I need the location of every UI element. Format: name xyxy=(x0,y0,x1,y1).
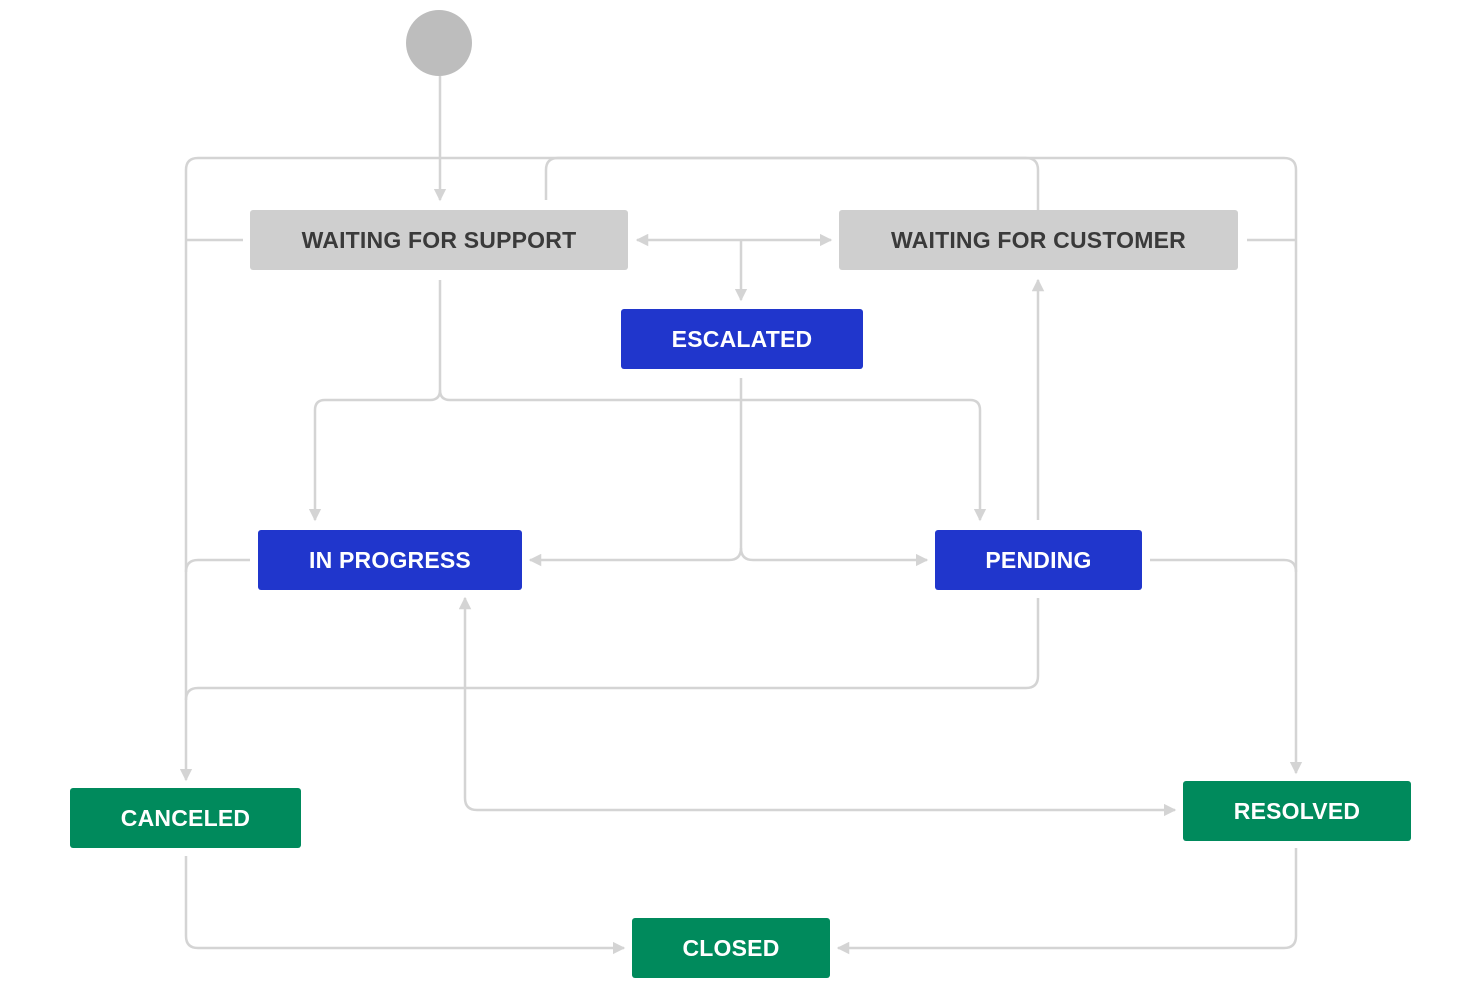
connector-pending-to-canceled xyxy=(184,598,1040,701)
start-node xyxy=(406,10,472,76)
status-in-progress[interactable]: IN PROGRESS xyxy=(258,530,522,590)
status-waiting-for-customer[interactable]: WAITING FOR CUSTOMER xyxy=(839,210,1238,270)
status-waiting-for-support[interactable]: WAITING FOR SUPPORT xyxy=(250,210,628,270)
connector-waiting-support-to-in-progress xyxy=(308,280,442,522)
connector-pending-right xyxy=(1150,558,1298,573)
connector-resolved-in-progress xyxy=(458,596,1177,817)
status-resolved[interactable]: RESOLVED xyxy=(1183,781,1411,841)
connector-waiting-support-to-pending xyxy=(438,389,987,522)
connector-canceled-to-closed xyxy=(184,856,626,955)
status-canceled[interactable]: CANCELED xyxy=(70,788,301,848)
connector-resolved-to-closed xyxy=(836,848,1298,955)
status-escalated[interactable]: ESCALATED xyxy=(621,309,863,369)
connector-waiting-support-to-resolved xyxy=(544,156,1303,775)
status-closed[interactable]: CLOSED xyxy=(632,918,830,978)
connector-escalated-to-pending xyxy=(739,547,929,567)
status-pending[interactable]: PENDING xyxy=(935,530,1142,590)
connector-in-progress-left xyxy=(184,558,250,573)
connector-escalated-down xyxy=(528,378,743,567)
